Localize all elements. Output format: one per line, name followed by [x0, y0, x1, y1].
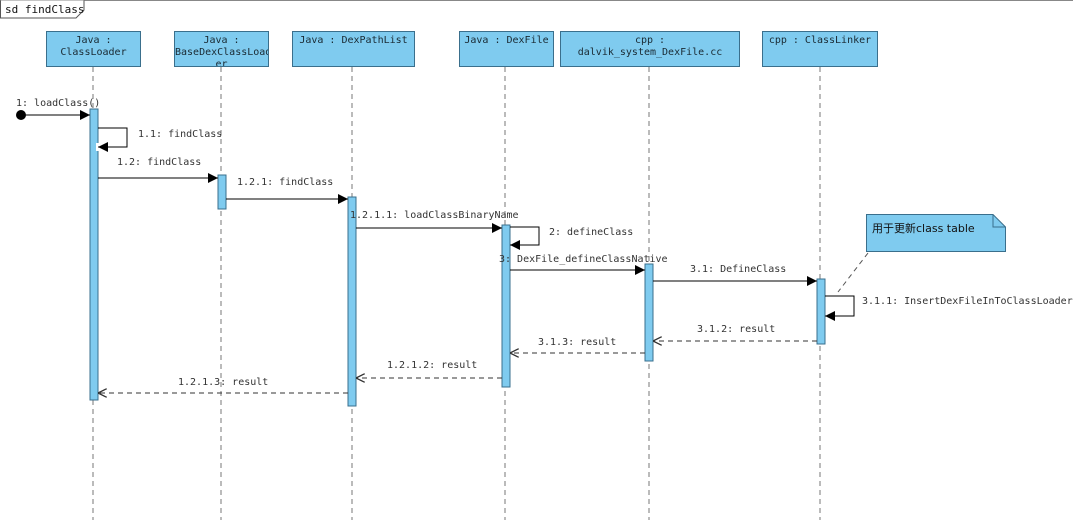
message-arrow-1-1 [98, 127, 128, 152]
lifeline-label-line: BaseDexClassLoad [175, 47, 269, 58]
message-arrow-3-1-1 [825, 295, 855, 321]
lifeline-label-line: Java : [203, 35, 240, 46]
activation-dalvik-system-dexfile [644, 263, 654, 362]
note-box[interactable]: 用于更新class table [866, 214, 1006, 252]
note-shape [866, 214, 1006, 252]
activation-classlinker [816, 278, 826, 345]
frame-tab-shape [0, 0, 85, 19]
lifeline-head-dalvik-system-dexfile[interactable]: cpp : dalvik_system_DexFile.cc [560, 31, 740, 67]
message-label-3-1-2: 3.1.2: result [697, 324, 775, 335]
message-arrow-2 [510, 226, 540, 250]
lifeline-label-line: er [215, 59, 228, 67]
message-label-3-1-1: 3.1.1: InsertDexFileInToClassLoader [862, 296, 1073, 307]
lifeline-label-line: Java : [75, 35, 112, 46]
lifeline-head-classlinker[interactable]: cpp : ClassLinker [762, 31, 878, 67]
message-label-1: 1: loadClass() [16, 98, 100, 109]
message-label-1-2-1-1: 1.2.1.1: loadClassBinaryName [350, 210, 519, 221]
message-label-3-1-3: 3.1.3: result [538, 337, 616, 348]
activation-dexpathlist [347, 196, 357, 407]
note-connector [837, 252, 869, 293]
activation-basedexclassloader [217, 174, 227, 210]
message-label-2: 2: defineClass [549, 227, 633, 238]
lifeline-head-dexpathlist[interactable]: Java : DexPathList [292, 31, 415, 67]
lifeline-label-line: ClassLoader [60, 47, 127, 58]
lifeline-head-classloader[interactable]: Java : ClassLoader [46, 31, 141, 67]
message-label-1-2-1-2: 1.2.1.2: result [387, 360, 477, 371]
lifeline-label-line: Java : DexPathList [299, 35, 408, 46]
message-label-3-1: 3.1: DefineClass [690, 264, 786, 275]
message-label-3: 3: DexFile_defineClassNative [499, 254, 668, 265]
message-label-1-2: 1.2: findClass [117, 157, 201, 168]
message-label-1-2-1: 1.2.1: findClass [237, 177, 333, 188]
message-label-1-1: 1.1: findClass [138, 129, 222, 140]
message-label-1-2-1-3: 1.2.1.3: result [178, 377, 268, 388]
lifeline-head-basedexclassloader[interactable]: Java : BaseDexClassLoad er [174, 31, 269, 67]
lifeline-head-dexfile[interactable]: Java : DexFile [459, 31, 554, 67]
activation-classloader [89, 108, 99, 401]
lifeline-label-line: cpp : dalvik_system_DexFile.cc [577, 35, 723, 58]
activation-dexfile [501, 224, 511, 388]
lifeline-label-line: Java : DexFile [464, 35, 549, 46]
note-text: 用于更新class table [872, 222, 975, 235]
lifeline-label-line: cpp : ClassLinker [768, 35, 872, 46]
frame-label: sd findClass [5, 3, 84, 16]
